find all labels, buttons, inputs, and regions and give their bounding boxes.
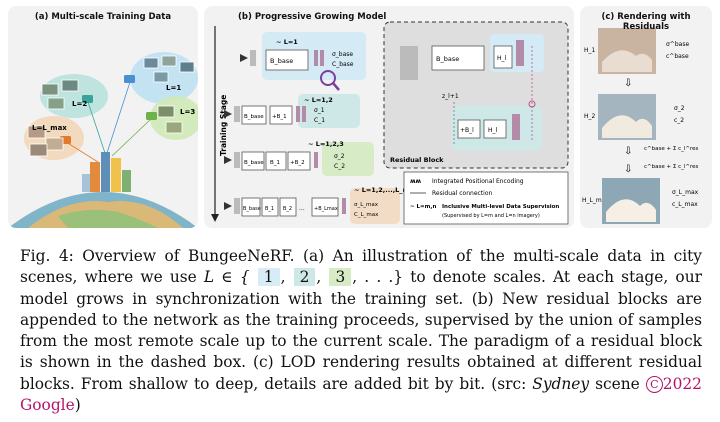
svg-text:c_L_max: c_L_max	[672, 201, 698, 208]
scale-label-lmax: L=L_max	[32, 124, 67, 132]
legend-supervision-text: Inclusive Multi-level Data Supervision	[442, 204, 559, 210]
caption-src-name: Sydney	[532, 374, 590, 393]
svg-text:+B_1: +B_1	[272, 114, 287, 120]
svg-text:H_1: H_1	[584, 47, 596, 54]
svg-text:H_L_max: H_L_max	[582, 197, 609, 204]
panel-c-title: (c) Rendering with Residuals	[601, 12, 691, 32]
svg-text:~ L=1,2: ~ L=1,2	[304, 96, 333, 104]
svg-text:B_base: B_base	[436, 55, 459, 63]
panel-b-diagram: Training Stage ~ L=1 B_base σ_base C_bas…	[211, 21, 569, 225]
down-arrow-icon: ⇩	[624, 164, 632, 175]
svg-text:σ_1: σ_1	[314, 107, 325, 114]
scale-label-1: L=1	[166, 84, 181, 92]
legend-ipe-text: Integrated Positional Encoding	[432, 178, 524, 185]
formula-1: c^base + Σ c_l^res	[644, 146, 699, 152]
figure-caption: Fig. 4: Overview of BungeeNeRF. (a) An i…	[20, 247, 702, 414]
svg-text:z_l+1: z_l+1	[442, 93, 459, 100]
svg-text:H_l: H_l	[488, 127, 498, 134]
svg-text:...: ...	[299, 205, 305, 212]
svg-text:c_2: c_2	[674, 117, 684, 124]
figure: (a) Multi-scale Training Data	[8, 6, 712, 228]
svg-text:B_base: B_base	[270, 57, 293, 65]
svg-text:σ_2: σ_2	[674, 105, 685, 112]
caption-text: Fig. 4: Overview of BungeeNeRF. (a) An i…	[20, 247, 702, 287]
panel-b: (b) Progressive Growing Model Training S…	[204, 6, 574, 228]
svg-text:C_base: C_base	[332, 61, 354, 68]
caption-src-tail: scene	[595, 374, 640, 393]
svg-text:σ_L_max: σ_L_max	[354, 202, 379, 208]
residual-block-box: Residual Block B_base H_l z_l+1 +B_l H_l	[383, 21, 569, 169]
svg-text:~ L=1,2,...,L_max: ~ L=1,2,...,L_max	[354, 186, 419, 194]
stage-3: ~ L=1,2,3 B_base B_1 +B_2 σ_2 C_2	[224, 140, 374, 176]
camera-rays	[65, 81, 153, 163]
caption-math: L ∈ {	[203, 268, 250, 287]
scale-label-2: L=2	[72, 100, 87, 108]
render-row-2: H_2 σ_2 c_2	[584, 94, 685, 140]
axis-arrow-icon	[211, 214, 219, 222]
svg-text:~ L=1: ~ L=1	[276, 38, 298, 46]
svg-text:H_2: H_2	[584, 113, 596, 120]
svg-text:+B_Lmax: +B_Lmax	[314, 206, 338, 212]
legend-ipe-symbol: ʍʍ	[410, 178, 422, 185]
formula-2: c^base + Σ c_l^res	[644, 164, 699, 170]
panel-b-title: (b) Progressive Growing Model	[238, 12, 387, 22]
svg-text:C_L_max: C_L_max	[354, 212, 379, 218]
svg-text:σ_base: σ_base	[332, 51, 353, 58]
input-arrow-icon	[240, 54, 248, 62]
svg-text:σ^base: σ^base	[666, 41, 689, 48]
training-stage-label: Training Stage	[219, 95, 228, 156]
legend-residual-text: Residual connection	[432, 190, 493, 197]
stage-1: ~ L=1 B_base σ_base C_base	[240, 32, 366, 80]
scale-chip-3: 3	[329, 268, 352, 287]
down-arrow-icon: ⇩	[624, 78, 632, 89]
render-row-1: H_1 σ^base c^base	[584, 28, 689, 74]
residual-block-title: Residual Block	[390, 156, 444, 164]
panel-a-illustration: L=1 L=2 L=3 L=L_max	[8, 52, 198, 228]
scale-chip-2: 2	[293, 268, 316, 287]
svg-text:σ_2: σ_2	[334, 153, 345, 160]
render-row-3: H_L_max σ_L_max c_L_max	[582, 178, 699, 224]
panel-a-title: (a) Multi-scale Training Data	[34, 12, 172, 22]
stage-4: ~ L=1,2,...,L_max B_base B_1 B_2 ... +B_…	[224, 186, 419, 224]
magnifier-icon	[320, 70, 340, 91]
svg-text:C_2: C_2	[334, 163, 345, 170]
svg-text:B_1: B_1	[265, 206, 274, 212]
panel-c: (c) Rendering with Residuals H_1 σ^base …	[580, 6, 712, 228]
svg-text:B_base: B_base	[244, 114, 264, 120]
stage-2: ~ L=1,2 B_base +B_1 σ_1 C_1	[224, 94, 360, 128]
caption-text-2: , . . .} to denote scales. At each stage…	[20, 268, 702, 393]
svg-text:B_2: B_2	[283, 206, 292, 212]
svg-text:H_l: H_l	[497, 55, 507, 62]
svg-text:c^base: c^base	[666, 53, 689, 60]
svg-text:B_base: B_base	[244, 160, 264, 166]
svg-text:B_1: B_1	[270, 160, 280, 166]
legend: ʍʍ Integrated Positional Encoding Residu…	[403, 171, 569, 225]
svg-text:~ L=1,2,3: ~ L=1,2,3	[308, 140, 344, 148]
copyright-icon: C	[645, 375, 663, 393]
scale-label-3: L=3	[180, 108, 195, 116]
panel-c-diagram: H_1 σ^base c^base ⇩ H_2 σ_2 c_2 ⇩ c^base…	[582, 28, 699, 224]
svg-text:σ_L_max: σ_L_max	[672, 189, 699, 196]
city-buildings	[82, 152, 131, 192]
svg-text:+B_2: +B_2	[290, 160, 305, 166]
down-arrow-icon: ⇩	[624, 146, 632, 157]
training-thumbnails	[27, 55, 195, 157]
scale-chip-1: 1	[257, 268, 280, 287]
legend-supervision-symbol: ~ L=m,n	[410, 204, 436, 210]
legend-supervision-note: (Supervised by L=m and L=n imagery)	[442, 213, 540, 219]
svg-text:C_1: C_1	[314, 117, 325, 124]
panel-a: (a) Multi-scale Training Data	[8, 6, 198, 228]
svg-text:B_base: B_base	[243, 206, 261, 212]
svg-text:+B_l: +B_l	[460, 127, 474, 134]
